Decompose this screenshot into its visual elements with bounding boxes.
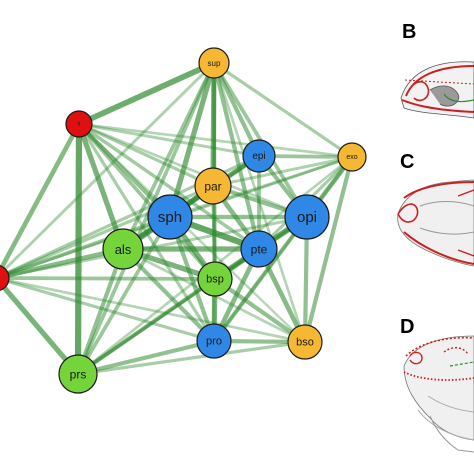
node-opi-circle [284, 194, 330, 240]
node-left [0, 265, 10, 291]
edge-sup-sph [167, 60, 217, 220]
node-pte: pte [240, 230, 278, 268]
edge-als-pro [120, 246, 217, 344]
edge-sph-prs [76, 215, 172, 376]
panel-c-letter: C [400, 151, 414, 173]
bone-network-graph: sup fr epi exo par sph opi als pte bsp pro bso prs [0, 47, 367, 394]
edge-exo-sph [168, 155, 354, 219]
panel-c: C [397, 151, 474, 267]
node-bsp-label: bsp [206, 274, 224, 286]
skull-oblique-view [403, 335, 474, 453]
node-sup-circle [198, 47, 230, 79]
edge-sph-left [0, 215, 172, 279]
node-bso: bso [287, 324, 323, 360]
node-par-label: par [204, 180, 221, 194]
edge-fr-opi [77, 122, 309, 219]
edge-sup-exo [212, 61, 354, 159]
node-left-circle [0, 265, 10, 291]
node-epi: epi [242, 139, 276, 173]
edge-fr-left [0, 121, 82, 276]
node-als-circle [102, 228, 144, 270]
edge-als-left [0, 246, 126, 280]
edge-fr-bsp [77, 122, 217, 281]
edge-sup-par [210, 60, 217, 189]
node-epi-circle [242, 139, 276, 173]
node-prs: prs [58, 354, 98, 394]
edge-fr-pte [77, 122, 261, 251]
edge-prs-left [0, 278, 81, 377]
node-par-circle [194, 167, 232, 205]
node-sph-label: sph [158, 209, 182, 226]
node-pte-label: pte [251, 243, 268, 257]
node-bso-label: bso [296, 337, 314, 349]
node-fr-label: fr [77, 122, 80, 128]
edge-pro-left [0, 277, 216, 343]
node-bso-circle [287, 324, 323, 360]
skull-dorsal-view [397, 179, 474, 267]
edge-pro-prs [75, 338, 217, 377]
edge-sup-prs [76, 61, 216, 376]
edge-opi-pro [211, 214, 310, 344]
node-sup-label: sup [208, 59, 221, 68]
node-sup: sup [198, 47, 230, 79]
edge-fr-sup [76, 60, 217, 127]
edge-bso-left [0, 277, 307, 344]
edge-exo-par [211, 155, 354, 188]
edge-exo-bso [302, 154, 355, 345]
node-bsp: bsp [197, 261, 233, 297]
skull-lateral-view [400, 61, 474, 119]
edge-sup-left [0, 61, 216, 277]
node-opi: opi [284, 194, 330, 240]
node-prs-label: prs [70, 368, 87, 382]
node-pro-label: pro [206, 336, 222, 348]
edge-sup-als [121, 61, 216, 251]
edge-fr-par [77, 122, 215, 188]
node-pro-circle [196, 323, 232, 359]
node-sph-circle [147, 194, 193, 240]
network-edges [0, 60, 355, 378]
node-als-label: als [115, 242, 132, 257]
edge-sup-epi [211, 60, 262, 159]
node-exo-circle [337, 142, 367, 172]
panel-b-letter: B [402, 21, 416, 43]
node-par: par [194, 167, 232, 205]
node-epi-label: epi [252, 151, 265, 162]
network-nodes: sup fr epi exo par sph opi als pte bsp pro bso prs [0, 47, 367, 394]
node-bsp-circle [197, 261, 233, 297]
edge-bsp-left [0, 276, 217, 281]
node-als: als [102, 228, 144, 270]
node-pro: pro [196, 323, 232, 359]
node-sph: sph [147, 194, 193, 240]
node-exo: exo [337, 142, 367, 172]
node-exo-label: exo [346, 154, 357, 161]
edge-fr-als [76, 121, 126, 252]
panel-d-letter: D [400, 316, 414, 338]
edge-prs-bso [76, 340, 307, 376]
panel-d: D [400, 316, 474, 453]
edge-fr-prs [74, 120, 83, 378]
node-fr-circle [65, 110, 93, 138]
node-prs-circle [58, 354, 98, 394]
edge-fr-bso [77, 122, 307, 344]
node-opi-label: opi [297, 209, 317, 226]
panel-b: B [400, 21, 474, 119]
node-pte-circle [240, 230, 278, 268]
node-fr: fr [65, 110, 93, 138]
edge-als-prs [75, 246, 126, 377]
edge-bsp-prs [75, 276, 218, 377]
edge-bsp-bso [212, 276, 308, 345]
edge-fr-epi [77, 122, 261, 158]
